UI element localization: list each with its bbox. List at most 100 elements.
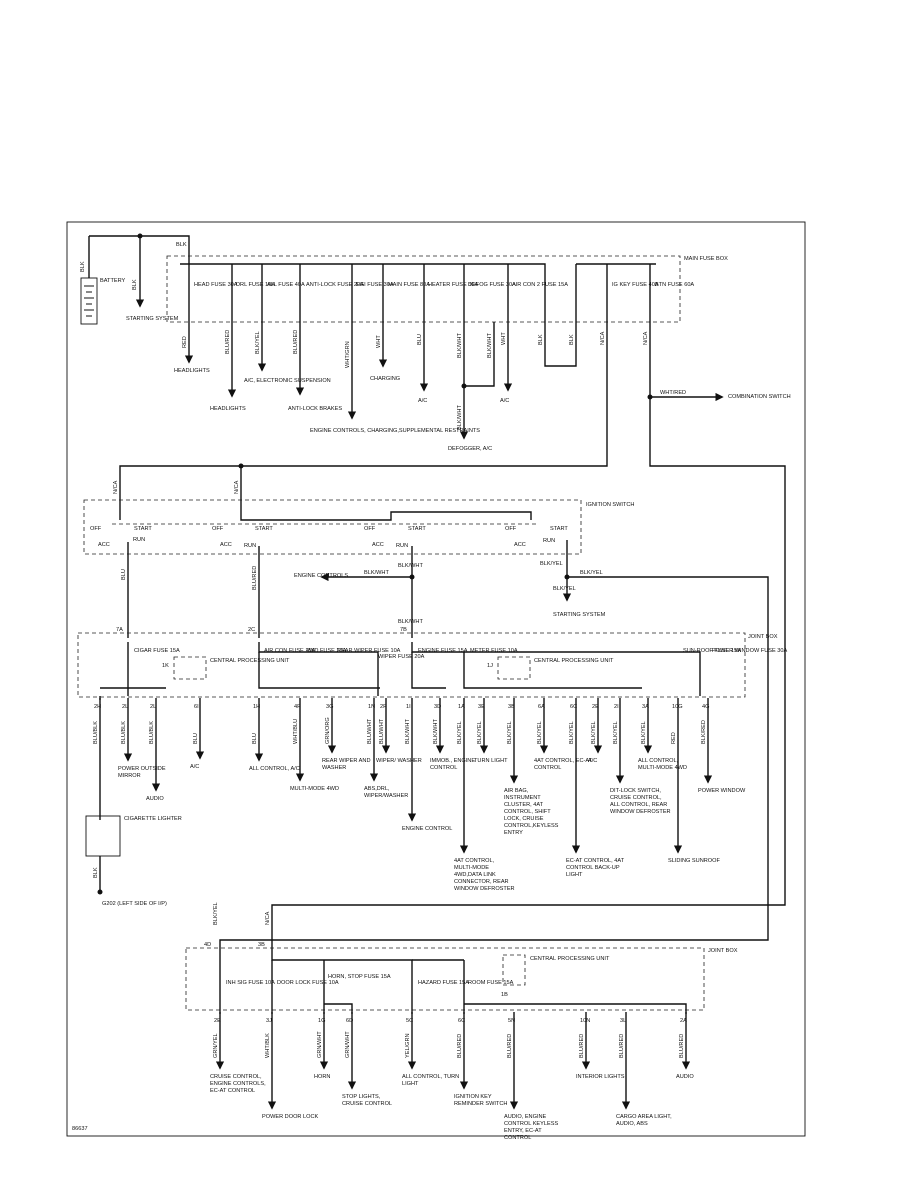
wire-color: BLU/RED bbox=[457, 1034, 463, 1058]
svg-text:1J: 1J bbox=[487, 663, 493, 669]
wire-color: BLK/WHT bbox=[433, 719, 439, 744]
wire-color: BLK/YEL bbox=[507, 721, 513, 744]
svg-text:ENGINE CONTROLS: ENGINE CONTROLS bbox=[294, 573, 348, 579]
wire-color: BLU/RED bbox=[579, 1034, 585, 1058]
svg-text:WHT: WHT bbox=[501, 332, 507, 345]
svg-text:BLK/YEL: BLK/YEL bbox=[255, 331, 261, 354]
pin-label: 1H bbox=[253, 704, 260, 710]
wire-color: BLU bbox=[193, 733, 199, 744]
wire-color: BLK/WHT bbox=[405, 719, 411, 744]
svg-text:BLK/WHT: BLK/WHT bbox=[457, 405, 463, 430]
wire-color: RED bbox=[671, 732, 677, 744]
wire-color: BLU bbox=[252, 733, 258, 744]
svg-text:1B: 1B bbox=[501, 992, 508, 998]
svg-text:ROOM FUSE 15A: ROOM FUSE 15A bbox=[468, 980, 514, 986]
svg-text:7A: 7A bbox=[116, 627, 123, 633]
pin-label: 4G bbox=[702, 704, 709, 710]
svg-text:WHT: WHT bbox=[376, 335, 382, 348]
pin-label: 1A bbox=[458, 704, 465, 710]
svg-text:CENTRAL PROCESSING UNIT: CENTRAL PROCESSING UNIT bbox=[210, 658, 290, 664]
wire-color: BLU/RED bbox=[679, 1034, 685, 1058]
svg-text:AIR CON FUSE 15A: AIR CON FUSE 15A bbox=[264, 648, 316, 654]
svg-text:SUN-ROOF FUSE 15A: SUN-ROOF FUSE 15A bbox=[683, 648, 741, 654]
svg-text:A/C, ELECTRONIC SUSPENSION: A/C, ELECTRONIC SUSPENSION bbox=[244, 378, 331, 384]
svg-text:BLK/WHT: BLK/WHT bbox=[398, 619, 423, 625]
svg-text:INH SIG FUSE 10A: INH SIG FUSE 10A bbox=[226, 980, 275, 986]
pin-label: 2H bbox=[94, 704, 101, 710]
svg-text:IGNITION SWITCH: IGNITION SWITCH bbox=[586, 502, 634, 508]
svg-text:N/CA: N/CA bbox=[643, 331, 649, 345]
wire-color: WHT/BLU bbox=[293, 719, 299, 744]
pin-label: 6I bbox=[194, 704, 199, 710]
destination-label: WIPER/ WASHER bbox=[376, 758, 422, 764]
svg-text:BLU/RED: BLU/RED bbox=[293, 330, 299, 354]
destination-label: AUDIO bbox=[676, 1074, 694, 1080]
svg-text:HEATER FUSE 30A: HEATER FUSE 30A bbox=[428, 282, 479, 288]
svg-text:BLK: BLK bbox=[538, 334, 544, 345]
pin-label: 2A bbox=[680, 1018, 687, 1024]
destination-label: A/C bbox=[588, 758, 597, 764]
pin-label: 2I bbox=[614, 704, 619, 710]
svg-text:CIGAR FUSE 15A: CIGAR FUSE 15A bbox=[134, 648, 180, 654]
wire-color: YEL/GRN bbox=[405, 1033, 411, 1058]
wire-color: BLU/BLK bbox=[149, 721, 155, 744]
jb1-output-4: 1H BLU ALL CONTROL, A/C bbox=[249, 698, 300, 772]
svg-text:N/CA: N/CA bbox=[600, 331, 606, 345]
svg-text:RED: RED bbox=[182, 336, 188, 348]
wire-color: BLU/RED bbox=[619, 1034, 625, 1058]
svg-text:AIR CON 2 FUSE 15A: AIR CON 2 FUSE 15A bbox=[512, 282, 568, 288]
starting-system-top: BLK STARTING SYSTEM bbox=[126, 279, 179, 322]
pin-label: 10G bbox=[672, 704, 683, 710]
pin-label: 1N bbox=[368, 704, 375, 710]
pin-label: 4F bbox=[294, 704, 301, 710]
svg-text:BLU: BLU bbox=[417, 334, 423, 345]
wire-color: GRN/YEL bbox=[213, 1033, 219, 1058]
svg-text:RUN: RUN bbox=[396, 543, 408, 549]
wire-color: BLK/YEL bbox=[537, 721, 543, 744]
svg-text:A/C: A/C bbox=[500, 398, 509, 404]
destination-label: A/C bbox=[190, 764, 199, 770]
pin-label: 2F bbox=[380, 704, 387, 710]
svg-text:START: START bbox=[134, 526, 152, 532]
svg-text:CIGARETTE LIGHTER: CIGARETTE LIGHTER bbox=[124, 816, 182, 822]
pin-label: 5N bbox=[508, 1018, 515, 1024]
svg-text:3B: 3B bbox=[258, 942, 265, 948]
destination-label: ABS,DRL,WIPER/WASHER bbox=[364, 786, 408, 799]
svg-text:ANTI-LOCK BRAKES: ANTI-LOCK BRAKES bbox=[288, 406, 342, 412]
pin-label: 3E bbox=[478, 704, 485, 710]
wire-color: BLK/YEL bbox=[641, 721, 647, 744]
destination-label: CARGO AREA LIGHT,AUDIO, ABS bbox=[616, 1114, 672, 1127]
pin-label: 2L bbox=[122, 704, 128, 710]
destination-label: ALL CONTROL, A/C bbox=[249, 766, 300, 772]
svg-text:JOINT BOX: JOINT BOX bbox=[748, 634, 778, 640]
pin-label: 3B bbox=[508, 704, 515, 710]
wire-color: BLK/YEL bbox=[457, 721, 463, 744]
svg-text:START: START bbox=[255, 526, 273, 532]
svg-text:RUN: RUN bbox=[543, 538, 555, 544]
svg-text:BLK: BLK bbox=[132, 279, 138, 290]
destination-label: ALL CONTROL,MULTI-MODE 4WD bbox=[638, 758, 687, 771]
pin-label: 5C bbox=[406, 1018, 413, 1024]
joint-box-1: JOINT BOX 7A 2C 7B CENTRAL PROCESSING UN… bbox=[77, 627, 787, 698]
svg-text:REAR WIPER FUSE 10A: REAR WIPER FUSE 10A bbox=[337, 648, 401, 654]
